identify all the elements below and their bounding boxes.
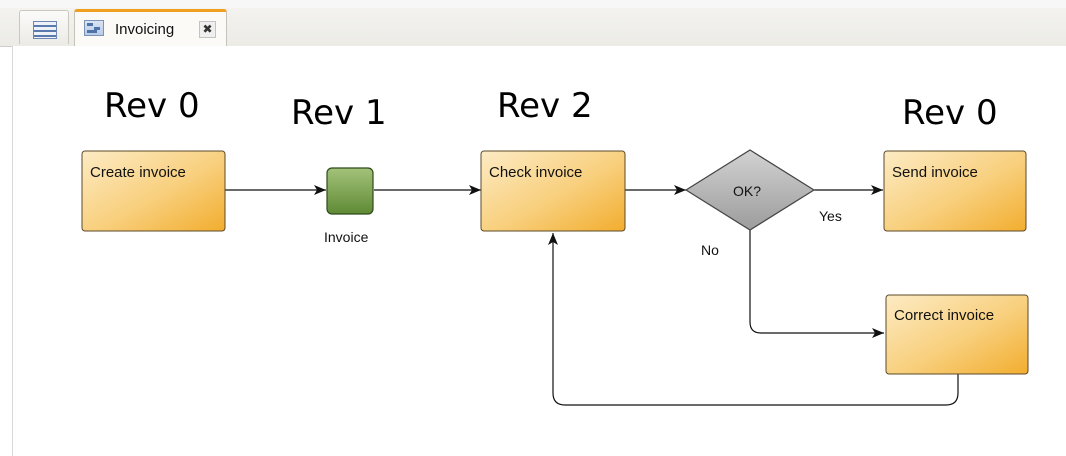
close-icon[interactable]: ✖ xyxy=(199,21,216,38)
task-label-create-invoice: Create invoice xyxy=(90,164,186,181)
menu-icon xyxy=(33,21,57,39)
data-object-invoice[interactable] xyxy=(326,167,374,215)
task-send-invoice[interactable]: Send invoice xyxy=(883,150,1027,232)
gateway-yes-label: Yes xyxy=(819,208,842,224)
tab-bar-top-strip xyxy=(0,0,1066,8)
revision-label-create-invoice: Rev 0 xyxy=(104,86,200,126)
revision-label-check-invoice: Rev 2 xyxy=(497,86,593,126)
flow-no-to-correct xyxy=(749,230,884,338)
task-label-correct-invoice: Correct invoice xyxy=(894,307,994,324)
process-icon xyxy=(84,20,104,36)
task-label-send-invoice: Send invoice xyxy=(892,164,978,181)
revision-label-invoice-object: Rev 1 xyxy=(291,93,387,133)
gateway-label: OK? xyxy=(733,183,761,199)
task-check-invoice[interactable]: Check invoice xyxy=(480,150,626,232)
revision-label-send-invoice: Rev 0 xyxy=(902,93,998,133)
tab-label: Invoicing xyxy=(115,21,175,38)
tab-menu[interactable] xyxy=(19,10,69,44)
tab-bar: Invoicing ✖ xyxy=(0,0,1066,47)
gateway-no-label: No xyxy=(701,242,719,258)
diagram-canvas xyxy=(12,46,1066,456)
tab-invoicing[interactable]: Invoicing ✖ xyxy=(74,9,227,46)
data-object-label: Invoice xyxy=(324,229,369,245)
task-correct-invoice[interactable]: Correct invoice xyxy=(885,294,1029,375)
task-create-invoice[interactable]: Create invoice xyxy=(81,150,226,232)
task-label-check-invoice: Check invoice xyxy=(489,164,582,181)
flow-correct-to-check xyxy=(548,233,959,406)
gateway-ok[interactable]: OK? xyxy=(684,149,816,231)
